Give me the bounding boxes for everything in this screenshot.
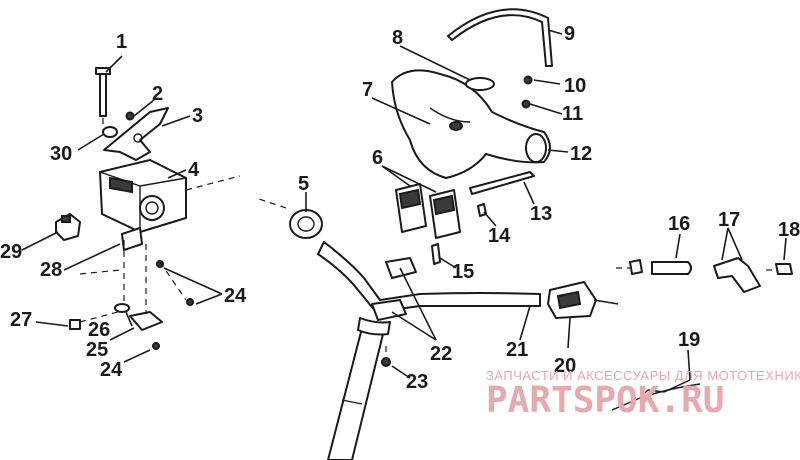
callout-17: 17: [718, 209, 740, 231]
callout-11: 11: [562, 103, 583, 125]
end-caps-part: [713, 257, 793, 293]
handlebar-clamps-part: [371, 257, 417, 321]
left-dashed-lines: [79, 118, 241, 323]
callout-9: 9: [564, 23, 575, 45]
leader-lines: [21, 29, 787, 381]
callout-16: 16: [668, 213, 690, 235]
headlight-pod-part: [99, 159, 187, 233]
watermark-tagline: ЗАПЧАСТИ И АКСЕССУАРЫ ДЛЯ МОТОТЕХНИКИ: [486, 368, 800, 383]
callout-13: 13: [530, 203, 552, 225]
callout-21: 21: [506, 339, 528, 361]
nut-part: [381, 346, 391, 367]
throttle-control-part: [547, 281, 619, 319]
callout-30: 30: [50, 143, 72, 165]
grip-ring-part: [255, 197, 323, 239]
throttle-cable-part: [611, 379, 701, 411]
callout-2: 2: [152, 83, 163, 105]
switch-part: [55, 213, 81, 241]
watermark-brand: PARTSPOK.RU: [486, 380, 724, 421]
callout-15: 15: [452, 261, 474, 283]
steering-post-part: [327, 317, 391, 460]
watermark: ЗАПЧАСТИ И АКСЕССУАРЫ ДЛЯ МОТОТЕХНИКИ PA…: [486, 368, 800, 421]
clamp-blocks-part: [395, 183, 461, 239]
callout-12: 12: [570, 143, 592, 165]
plate-part: [121, 227, 163, 331]
callout-1: 1: [116, 31, 127, 53]
callout-10: 10: [564, 75, 586, 97]
pad-trim-part: [469, 171, 535, 195]
callout-24-upper: 24: [224, 285, 247, 307]
handlebar-pad-part: [391, 69, 551, 179]
callout-3: 3: [192, 105, 203, 127]
callout-14: 14: [488, 225, 511, 247]
callout-27: 27: [10, 309, 32, 331]
callout-18: 18: [778, 219, 800, 241]
callout-25: 25: [86, 339, 108, 361]
washer-part: [102, 111, 135, 138]
callout-22: 22: [430, 343, 452, 365]
callout-7: 7: [362, 79, 373, 101]
callout-19: 19: [678, 329, 700, 351]
callout-26: 26: [88, 319, 110, 341]
callout-6: 6: [372, 147, 383, 169]
callout-20: 20: [554, 355, 576, 377]
callout-8: 8: [392, 27, 403, 49]
grip-part: [616, 259, 692, 275]
callout-23: 23: [406, 371, 428, 393]
bracket-part: [103, 107, 169, 161]
small-fasteners: [69, 260, 194, 350]
callout-5: 5: [298, 173, 309, 195]
callout-29: 29: [0, 241, 22, 263]
bolt-part: [95, 67, 111, 117]
pad-strap-part: [447, 8, 553, 67]
callout-24-lower: 24: [100, 359, 123, 381]
callout-28: 28: [40, 259, 62, 281]
callout-4: 4: [188, 159, 200, 181]
handlebar-part: [317, 241, 541, 313]
callout-labels: 1 2 3 4 5 6 7 8 9 10 11 12 13 14 15 16 1…: [0, 23, 800, 393]
